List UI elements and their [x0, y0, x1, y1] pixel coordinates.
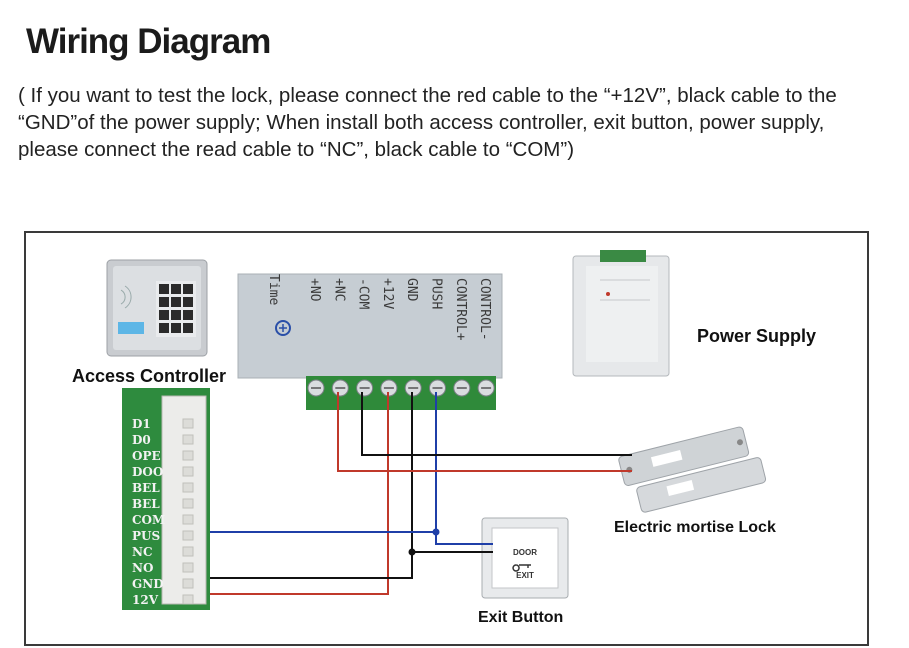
terminal-label: +NC: [331, 278, 346, 301]
controller-pin-slot: [182, 578, 194, 589]
terminal-label: +NO: [307, 278, 322, 302]
exit-button-label: Exit Button: [478, 609, 563, 626]
controller-pin-label: BEL: [132, 481, 160, 495]
controller-pin-label: GND: [132, 577, 164, 591]
exit-button-exit-text: EXIT: [516, 571, 534, 580]
power-unit: +NO +NC -COM +12V GND PUSH CONTROL+ CONTROL- Ti…: [237, 273, 503, 410]
terminal-label: CONTROL+: [453, 278, 468, 341]
terminal-label: -COM: [356, 278, 371, 309]
controller-pin-slot: [182, 530, 194, 541]
terminal-label: GND: [404, 278, 419, 302]
power-supply-icon: [572, 250, 670, 377]
access-controller-label: Access Controller: [72, 366, 226, 386]
controller-pin-label: PUS: [132, 529, 160, 543]
controller-pin-slot: [182, 514, 194, 525]
controller-pin-slot: [182, 594, 194, 605]
exit-button-icon: DOOR EXIT: [481, 517, 569, 599]
power-supply-label: Power Supply: [697, 326, 816, 346]
time-label: Time: [266, 274, 281, 305]
controller-pin-label: COM: [132, 513, 165, 527]
controller-pin-slot: [182, 482, 194, 493]
diagram-description: ( If you want to test the lock, please c…: [18, 84, 837, 161]
terminal-label: +12V: [380, 278, 395, 309]
terminal-label: CONTROL-: [477, 278, 492, 341]
terminal-label: PUSH: [429, 278, 444, 309]
controller-pin-slot: [182, 434, 194, 445]
lock-label: Electric mortise Lock: [614, 519, 776, 536]
controller-pin-slot: [182, 450, 194, 461]
controller-pin-label: 12V: [132, 593, 159, 607]
controller-pin-slot: [182, 546, 194, 557]
controller-pin-label: OPE: [132, 449, 161, 463]
controller-pin-slot: [182, 562, 194, 573]
controller-pin-label: BEL: [132, 497, 160, 511]
controller-pin-slot: [182, 418, 194, 429]
controller-pin-slot: [182, 466, 194, 477]
wires: [210, 392, 632, 595]
controller-pin-label: DOO: [132, 465, 163, 479]
controller-pin-label: NO: [132, 561, 153, 575]
controller-pin-slot: [182, 498, 194, 509]
exit-button-door-text: DOOR: [513, 548, 537, 557]
electric-lock-icon: [618, 426, 767, 513]
potentiometer-icon: [275, 320, 291, 336]
controller-pin-label: NC: [132, 545, 153, 559]
controller-pin-label: D0: [132, 433, 151, 447]
controller-pin-label: D1: [132, 417, 151, 431]
diagram-title: Wiring Diagram: [26, 22, 271, 61]
keypad-icon: [106, 259, 208, 357]
